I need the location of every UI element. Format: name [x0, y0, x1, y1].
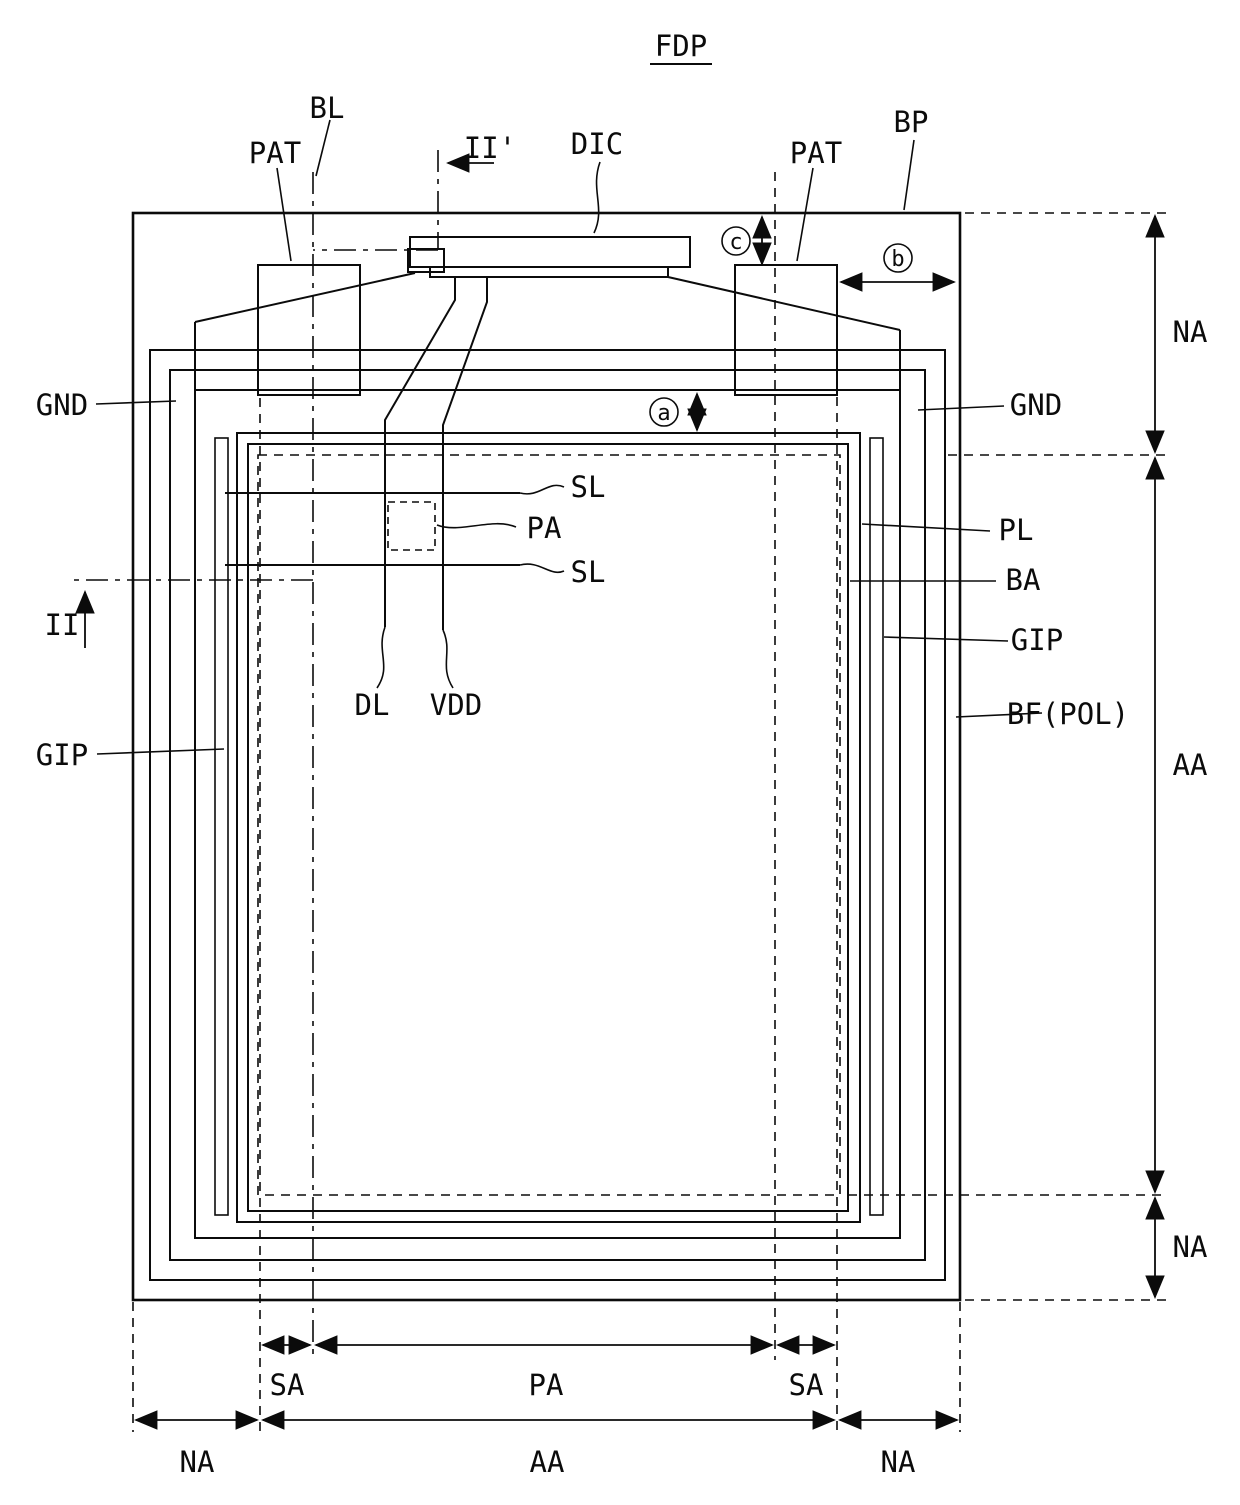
dic-chip-tab — [407, 248, 445, 273]
sl-upper-leader — [519, 484, 565, 495]
label-na-left: NA — [180, 1445, 215, 1479]
dl-leader — [376, 626, 386, 689]
label-aa-right: AA — [1173, 748, 1208, 782]
dim-c-circle — [721, 226, 751, 256]
gip-bar-right — [869, 437, 884, 1216]
bl-leader — [315, 119, 331, 177]
fanout-line-right — [667, 276, 901, 331]
pat-pad-left — [257, 264, 361, 396]
label-sa-right: SA — [789, 1368, 824, 1402]
gnd-right-leader — [917, 405, 1005, 411]
bf-pol-leader — [955, 712, 1043, 718]
gnd-hatched-ring — [149, 349, 946, 1281]
gip-right-leader — [883, 636, 1009, 642]
ba-outline-outer — [236, 432, 861, 1223]
label-dim-c: c — [729, 230, 742, 255]
leader-lines — [95, 119, 1043, 755]
label-gnd-left: GND — [36, 388, 88, 422]
label-pa-width: PA — [529, 1368, 564, 1402]
pl-outline — [194, 389, 901, 1239]
label-bp: BP — [894, 105, 929, 139]
label-na-bottom-right: NA — [1173, 1230, 1208, 1264]
label-section-prime: II' — [464, 131, 516, 165]
dim-a-circle — [649, 397, 679, 427]
figure-title: FDP — [655, 29, 707, 63]
label-sa-left: SA — [270, 1368, 305, 1402]
label-bf-pol: BF(POL) — [1007, 697, 1129, 731]
section-cut-lines — [70, 150, 494, 1360]
dimension-lines — [132, 172, 1168, 1432]
dl-trace — [384, 277, 456, 627]
label-pl: PL — [999, 513, 1034, 547]
fanout-line-left — [194, 272, 416, 323]
label-dim-a: a — [657, 401, 670, 426]
label-dim-b: b — [891, 247, 904, 272]
dic-chip — [409, 236, 691, 268]
dim-b-circle — [883, 243, 913, 273]
label-vdd: VDD — [430, 688, 482, 722]
label-ba: BA — [1006, 563, 1041, 597]
label-sl-lower: SL — [571, 555, 606, 589]
label-dl: DL — [355, 688, 390, 722]
vdd-trace — [442, 277, 488, 630]
pat-left-leader — [276, 167, 292, 262]
pat-pad-right — [734, 264, 838, 396]
label-aa-bottom: AA — [530, 1445, 565, 1479]
label-na-right: NA — [881, 1445, 916, 1479]
gnd-left-leader — [95, 400, 177, 405]
pat-right-leader — [796, 167, 814, 262]
pa-dashed-area — [257, 454, 841, 1196]
dic-chip-lip — [429, 266, 669, 278]
labels: FDP BL PAT II' DIC PAT BP NA GND GND SL … — [36, 29, 1208, 1479]
vdd-leader — [442, 629, 454, 689]
gip-bar-left — [214, 437, 229, 1216]
pa-pixel-square — [387, 501, 436, 551]
ba-outline-inner — [247, 443, 849, 1212]
label-pat-left: PAT — [249, 136, 301, 170]
label-sl-upper: SL — [571, 470, 606, 504]
panel-structure — [131, 211, 962, 1302]
label-gip-left: GIP — [36, 738, 88, 772]
label-bl: BL — [310, 91, 345, 125]
label-gip-right: GIP — [1011, 623, 1063, 657]
label-gnd-right: GND — [1010, 388, 1062, 422]
gip-left-leader — [96, 748, 225, 755]
bp-leader — [903, 139, 915, 211]
label-na-top: NA — [1173, 315, 1208, 349]
pa-pixel-leader — [436, 523, 517, 529]
label-pat-right: PAT — [790, 136, 842, 170]
pl-leader — [861, 523, 991, 532]
bp-backplate-outline — [131, 211, 962, 1302]
dic-leader — [593, 161, 601, 234]
label-dic: DIC — [571, 127, 623, 161]
sl-lower-leader — [519, 563, 565, 574]
label-pa-pixel: PA — [527, 511, 562, 545]
label-section: II — [45, 608, 80, 642]
